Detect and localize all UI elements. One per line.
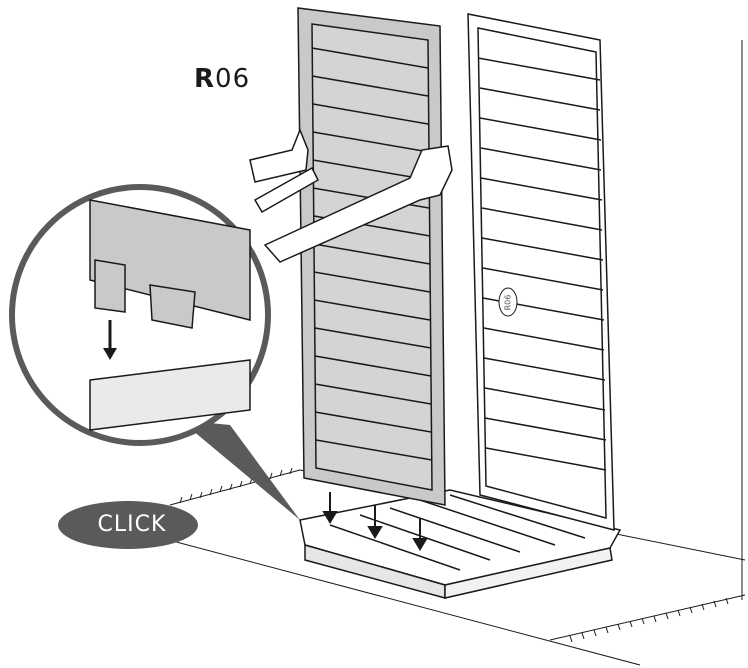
base-tray	[299, 489, 622, 599]
down-arrows	[322, 492, 428, 551]
click-callout-text: CLICK	[97, 512, 167, 537]
panel-stamp-badge	[498, 287, 518, 317]
arms	[249, 127, 453, 263]
click-bubble	[58, 501, 198, 549]
part-number: 06	[215, 64, 251, 94]
right-panel	[467, 13, 615, 531]
panel-stamp-text: R06	[503, 294, 513, 311]
part-number-label: R06	[194, 64, 250, 94]
zoom-callout	[9, 184, 300, 520]
part-prefix: R	[194, 64, 216, 94]
left-panel	[297, 7, 446, 506]
